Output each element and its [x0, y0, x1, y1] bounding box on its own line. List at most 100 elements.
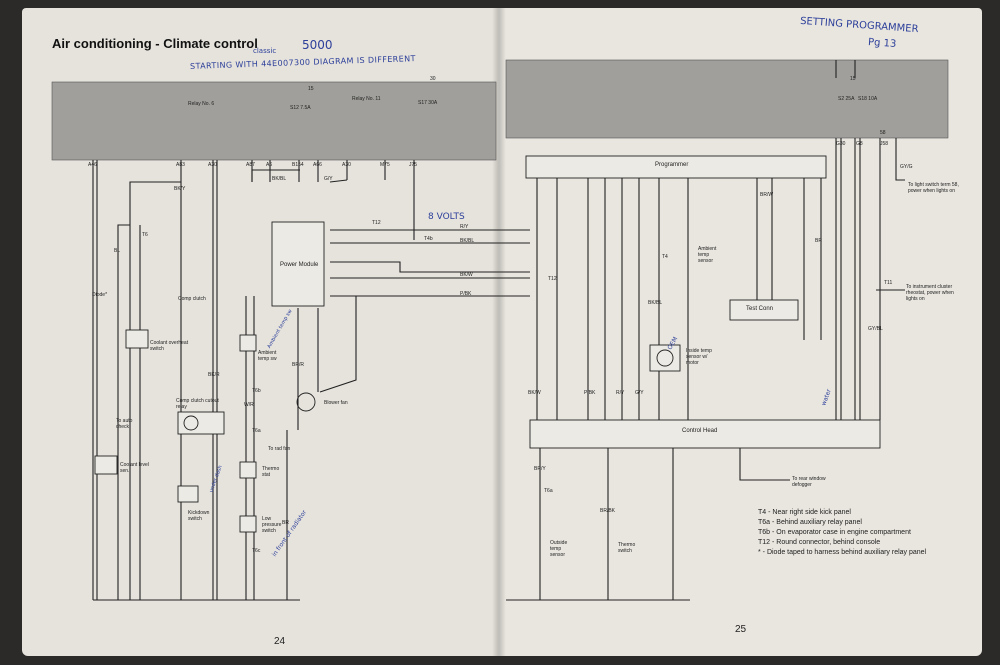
kickdown-label: Kickdown switch — [188, 510, 210, 522]
thermostat-box — [239, 461, 257, 479]
connector-a83: A83 — [176, 162, 185, 168]
handwritten-model: 5000 — [302, 38, 333, 52]
right-wire-gy: G/Y — [635, 390, 644, 396]
legend-item: T6b - On evaporator case in engine compa… — [758, 529, 911, 536]
to-light-switch-label: To light switch term 58, power when ligh… — [908, 182, 959, 194]
connector-a30b: A30 — [342, 162, 351, 168]
fuse-30-label: 30 — [430, 76, 436, 82]
programmer-label: Programmer — [655, 162, 689, 168]
wire-label-bky: BK/Y — [174, 186, 186, 192]
control-head-box — [529, 419, 881, 449]
wire-j58-out — [895, 138, 905, 181]
right-wire-bry: BR/Y — [534, 466, 546, 472]
splice-t4b: T4b — [424, 236, 433, 242]
right-page-number: 25 — [735, 624, 747, 635]
legend-item: T12 - Round connector, behind console — [758, 539, 881, 546]
connector-b154: B154 — [292, 162, 304, 168]
handwritten-page-ref: Pg 13 — [867, 37, 897, 50]
legend-item: T6a - Behind auxiliary relay panel — [758, 519, 862, 526]
fuse-s12-label: S12 7.5A — [290, 105, 311, 111]
wire-label-gy: G/Y — [324, 176, 333, 182]
right-wire-brw: BR/W — [760, 192, 774, 198]
splice-t6b: T6b — [252, 388, 261, 394]
comp-clutch-label: Comp clutch — [178, 296, 206, 302]
right-wire-bkw: BK/W — [528, 390, 541, 396]
wire-label-bkr: BK/R — [208, 372, 220, 378]
right-wire-pbk: P/BK — [584, 390, 596, 396]
ambient-sw-label: Ambient temp sw — [258, 350, 277, 362]
connector-a87: A87 — [246, 162, 255, 168]
handwritten-volts: 8 VOLTS — [428, 212, 465, 222]
test-conn-box — [729, 299, 799, 321]
thermostat-label: Thermo stat — [262, 466, 280, 478]
page-title: Air conditioning - Climate control — [52, 36, 258, 51]
coolant-level-label: Coolant level sen. — [120, 462, 149, 474]
wire-r — [330, 261, 530, 273]
right-wire-br: BR — [815, 238, 822, 244]
wire-bl — [117, 224, 130, 600]
wire-bkbl — [251, 169, 300, 182]
power-module-box — [271, 221, 325, 307]
connector-a30: A30 — [208, 162, 217, 168]
right-wire-gyg: GY/G — [900, 164, 913, 170]
coolant-level-box — [94, 455, 118, 475]
right-wire-bkbl: BK/BL — [648, 300, 663, 306]
wire-label-bkbl: BK/BL — [272, 176, 287, 182]
book-gutter — [492, 8, 506, 656]
test-conn-label: Test Conn — [746, 306, 774, 312]
coolant-overheat-box — [125, 329, 149, 349]
inside-sensor-label: Inside temp sensor w/ motor — [686, 348, 712, 366]
fuse-58-label: 58 — [880, 130, 886, 136]
inside-motor-symbol — [656, 349, 674, 367]
wire-bky — [129, 181, 181, 600]
wire-label-pbk: P/BK — [460, 291, 472, 297]
control-head-label: Control Head — [682, 428, 718, 434]
fuse-s2-label: S2 25A — [838, 96, 855, 102]
right-splice-t4: T4 — [662, 254, 668, 260]
connector-g30: G30 — [836, 141, 846, 147]
diode-label: Diode* — [92, 292, 108, 298]
wire-label-bkbl2: BK/BL — [460, 238, 475, 244]
to-auto-check-label: To auto check — [116, 418, 133, 430]
connector-a46: A46 — [88, 162, 97, 168]
legend-item: * - Diode taped to harness behind auxili… — [758, 549, 927, 556]
ambient-sensor-label: Ambient temp sensor — [698, 246, 717, 264]
power-module-label: Power Module — [280, 262, 319, 268]
right-wire-gybl: GY/BL — [868, 326, 883, 332]
kickdown-box — [177, 485, 199, 503]
wire-label-bkw: BK/W — [460, 272, 473, 278]
handwritten-classic: classic — [253, 47, 277, 55]
low-pressure-box — [239, 515, 257, 533]
relay-11-label: Relay No. 11 — [352, 96, 381, 102]
wire-label-ry: R/Y — [460, 224, 469, 230]
to-instrument-cluster-label: To instrument cluster rheostat, power wh… — [906, 284, 954, 302]
comp-relay-coil — [183, 415, 199, 431]
connector-m75: M75 — [380, 162, 390, 168]
right-splice-t11: T11 — [884, 280, 893, 286]
splice-t6a: T6a — [252, 428, 261, 434]
right-splice-t6a: T6a — [544, 488, 553, 494]
legend-item: T4 - Near right side kick panel — [758, 509, 851, 516]
comp-relay-label: Comp clutch cutout relay — [176, 398, 219, 410]
fuse-15-label: 15 — [308, 86, 314, 92]
ambient-sw-box — [239, 334, 257, 352]
left-fuse-panel — [51, 81, 497, 161]
right-fuse-panel — [505, 59, 949, 139]
inside-sensor-box — [649, 344, 681, 372]
wire-gy — [329, 179, 348, 183]
connector-j75: J75 — [409, 162, 418, 168]
to-rear-defogger-label: To rear window defogger — [792, 476, 826, 488]
fuse-s18-label: S18 10A — [858, 96, 878, 102]
wire-label-brr: BR/R — [292, 362, 304, 368]
right-splice-t12: T12 — [548, 276, 557, 282]
wire-label-br: BR — [282, 520, 289, 526]
blower-fan-label: Blower fan — [324, 400, 348, 406]
splice-t6c: T6c — [252, 548, 261, 554]
fuse-s17-label: S17 30A — [418, 100, 438, 106]
wire-label-wr: W/R — [244, 402, 254, 408]
connector-a6: A6 — [266, 162, 273, 168]
connector-g8: G8 — [856, 141, 863, 147]
legend: T4 - Near right side kick panel T6a - Be… — [758, 508, 958, 558]
wire-ch-4 — [739, 448, 790, 481]
